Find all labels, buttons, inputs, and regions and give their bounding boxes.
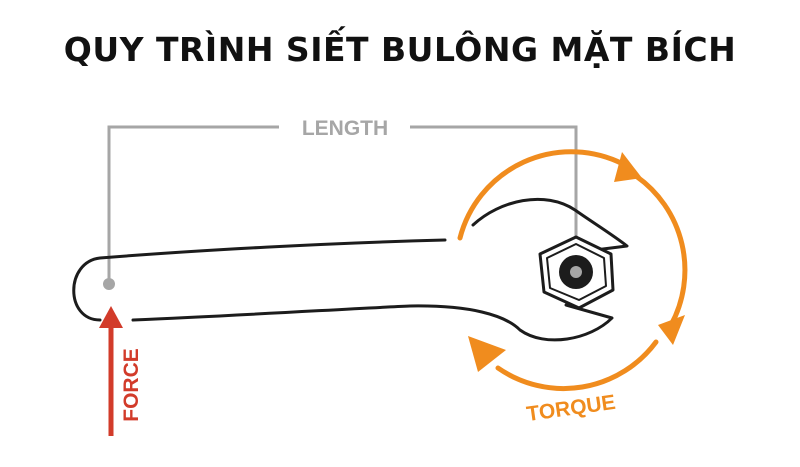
bolt-center-dot xyxy=(570,266,582,278)
torque-label: TORQUE xyxy=(525,391,617,426)
torque-arrowhead-top xyxy=(614,152,642,182)
force-point-dot xyxy=(103,278,115,290)
wrench-handle-bottom-edge xyxy=(131,303,614,342)
length-line-left xyxy=(107,125,279,284)
torque-arrowhead-bottom xyxy=(468,336,506,372)
wrench-handle-top-edge xyxy=(72,238,447,322)
torque-arc-right xyxy=(633,173,688,328)
length-dimension: LENGTH xyxy=(107,117,578,284)
length-label: LENGTH xyxy=(302,117,388,140)
torque-arc-top xyxy=(457,149,626,241)
page-title: QUY TRÌNH SIẾT BULÔNG MẶT BÍCH xyxy=(63,30,737,69)
torque-arrowhead-right xyxy=(658,315,685,345)
force-arrowhead xyxy=(99,306,123,328)
force-indicator: FORCE xyxy=(99,306,143,436)
length-line-right xyxy=(410,125,578,268)
wrench-jaw-top xyxy=(471,197,629,252)
hex-nut-inner xyxy=(546,243,607,301)
wrench xyxy=(72,197,629,342)
torque-arc-bottom xyxy=(495,339,659,392)
force-label: FORCE xyxy=(120,348,143,422)
